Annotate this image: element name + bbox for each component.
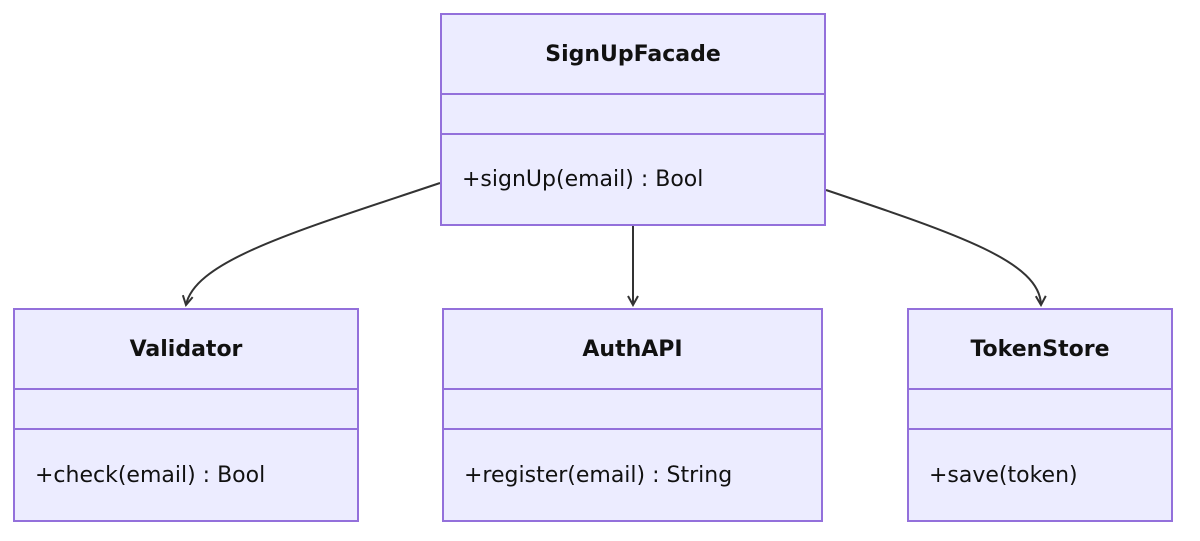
class-name: Validator <box>15 310 357 390</box>
class-methods: +register(email) : String <box>444 430 821 520</box>
class-attributes <box>444 390 821 430</box>
class-box-tokenstore[interactable]: TokenStore +save(token) <box>907 308 1173 522</box>
class-method: +save(token) <box>929 462 1078 488</box>
class-attributes <box>909 390 1171 430</box>
class-method: +signUp(email) : Bool <box>462 167 704 192</box>
class-methods: +signUp(email) : Bool <box>442 135 824 224</box>
edge-signupfacade-tokenstore <box>825 189 1041 305</box>
class-method: +check(email) : Bool <box>35 462 266 488</box>
class-attributes <box>442 95 824 135</box>
class-methods: +save(token) <box>909 430 1171 520</box>
class-methods: +check(email) : Bool <box>15 430 357 520</box>
class-method: +register(email) : String <box>464 462 733 488</box>
class-box-validator[interactable]: Validator +check(email) : Bool <box>13 308 359 522</box>
class-box-signupfacade[interactable]: SignUpFacade +signUp(email) : Bool <box>440 13 826 226</box>
class-name: SignUpFacade <box>442 15 824 95</box>
edge-signupfacade-validator <box>186 182 441 305</box>
class-attributes <box>15 390 357 430</box>
class-name: AuthAPI <box>444 310 821 390</box>
class-box-authapi[interactable]: AuthAPI +register(email) : String <box>442 308 823 522</box>
class-name: TokenStore <box>909 310 1171 390</box>
